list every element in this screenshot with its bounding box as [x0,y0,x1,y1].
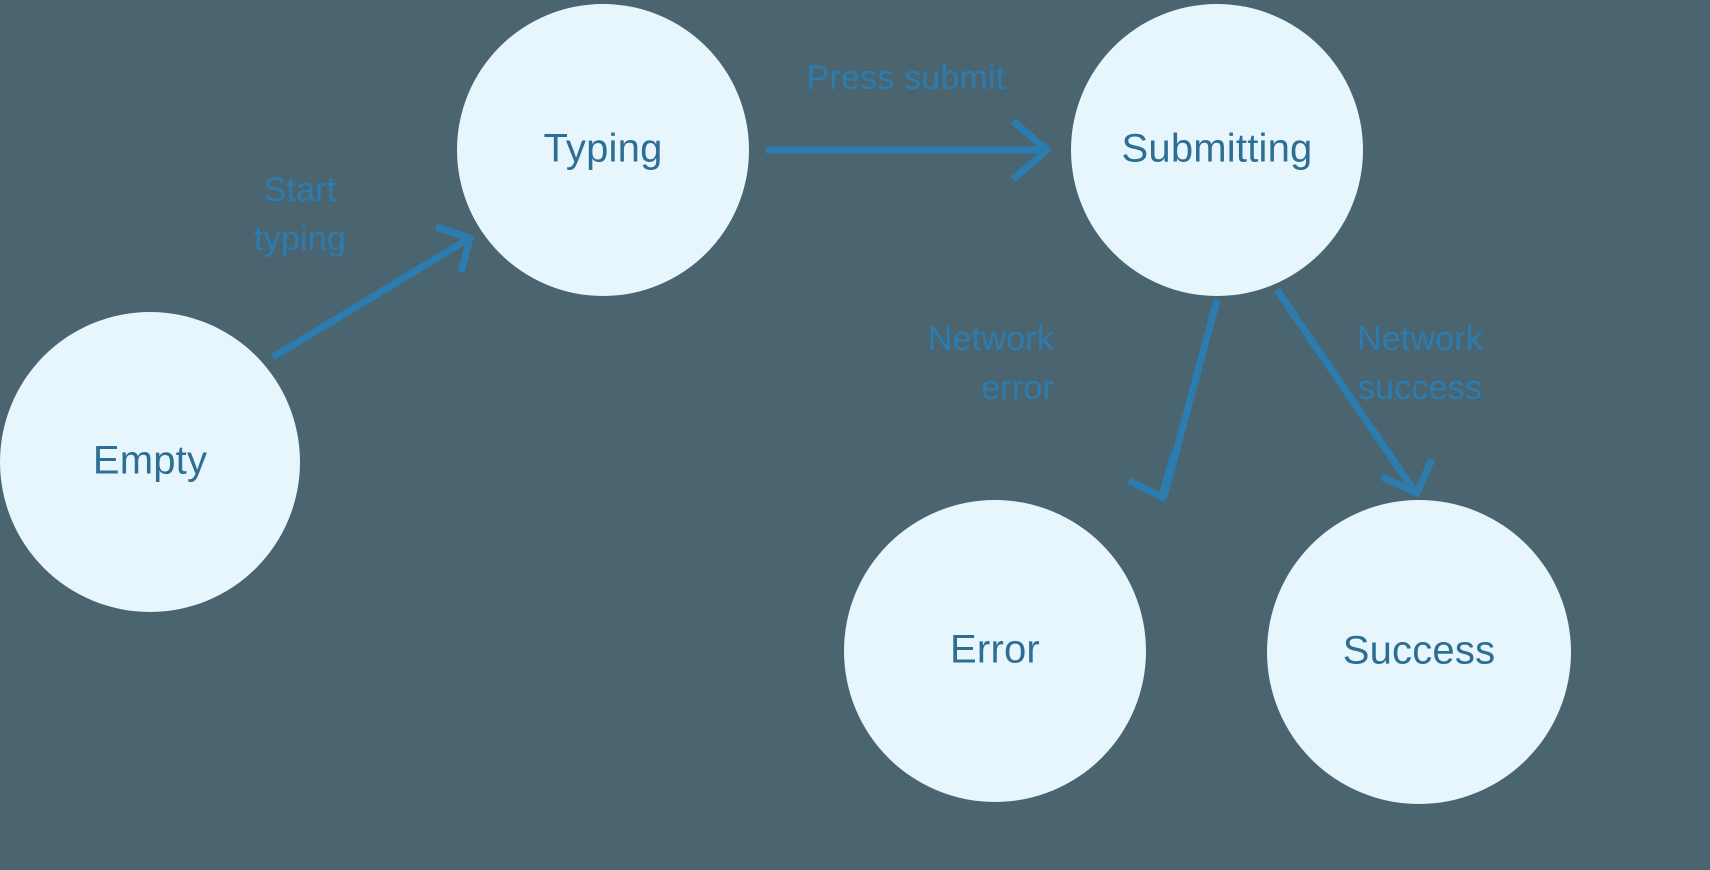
edge-submitting-to-error[interactable] [1127,299,1221,502]
node-empty-label: Empty [93,439,207,483]
edge-submitting-to-success[interactable] [1274,288,1436,498]
node-submitting-circle [1071,4,1363,296]
node-submitting-label: Submitting [1122,127,1313,171]
edge-label-press-submit: Press submit [807,59,1006,97]
edge-empty-to-typing[interactable] [271,223,475,360]
node-submitting[interactable]: Submitting [1071,4,1363,296]
node-empty-circle [0,312,300,612]
edge-empty-to-typing-arrowhead [434,223,475,273]
edge-typing-to-submitting[interactable] [766,118,1053,182]
node-success-label: Success [1343,629,1496,673]
node-error-label: Error [950,628,1040,672]
node-success[interactable]: Success [1267,500,1571,804]
edge-submitting-to-error-arrowhead [1127,451,1178,502]
node-error[interactable]: Error [844,500,1146,802]
node-typing[interactable]: Typing [457,4,749,296]
node-typing-label: Typing [543,127,662,171]
node-error-circle [844,500,1146,802]
node-empty[interactable]: Empty [0,312,300,612]
edge-empty-to-typing-line [271,235,472,360]
edge-submitting-to-success-arrowhead [1380,457,1436,498]
node-success-circle [1267,500,1571,804]
edge-typing-to-submitting-arrowhead [1010,118,1053,182]
node-typing-circle [457,4,749,296]
edge-submitting-to-success-line [1274,288,1418,494]
